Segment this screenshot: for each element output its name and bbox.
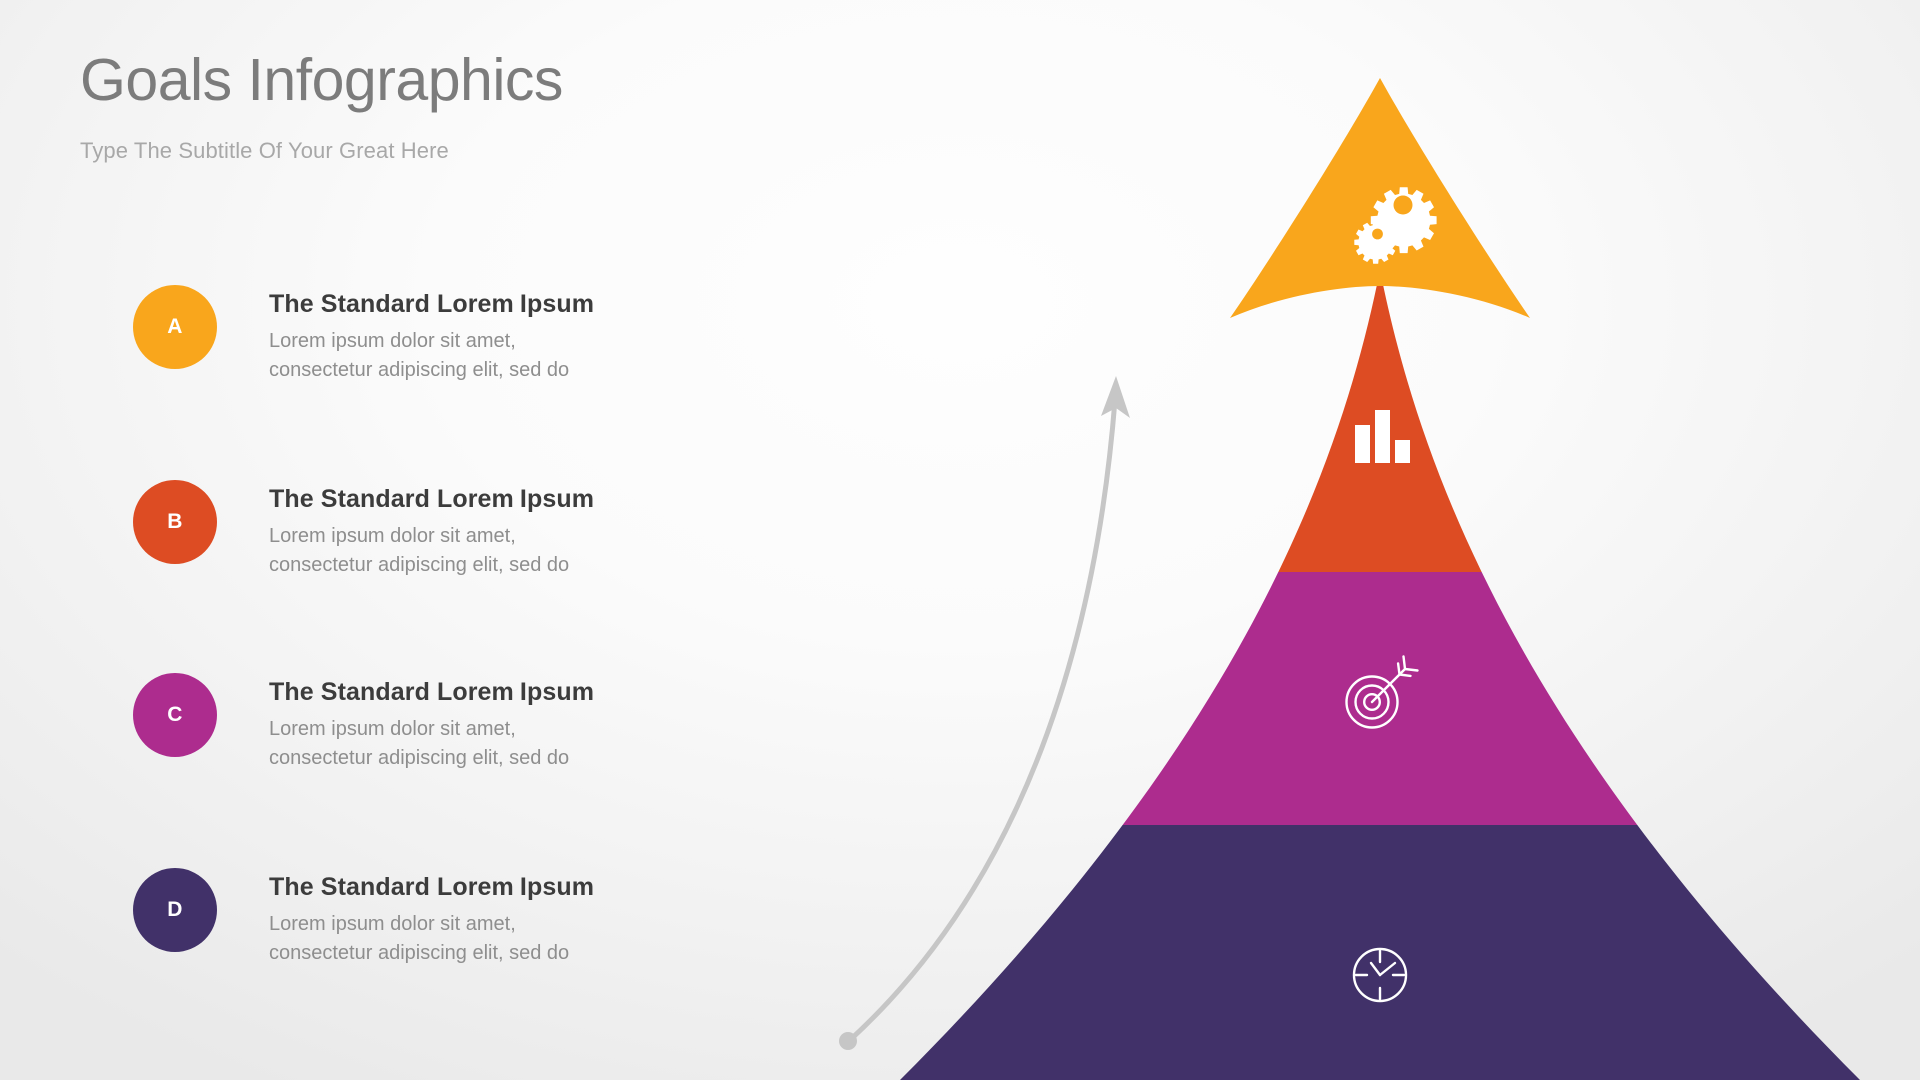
pyramid-level-a-arrowhead[interactable] <box>1230 78 1530 318</box>
page-title: Goals Infographics <box>80 47 563 113</box>
goal-badge-c: C <box>133 673 217 757</box>
goal-badge-b: B <box>133 480 217 564</box>
goal-heading-part2: Ipsum <box>519 678 595 706</box>
pyramid-band-d-fill <box>900 825 1860 1080</box>
goal-heading-part1: The Standard Lorem <box>269 485 514 513</box>
target-arrow-icon <box>1345 655 1419 729</box>
goal-badge-d: D <box>133 868 217 952</box>
pyramid-svg <box>760 78 1920 1080</box>
bar-chart-bar-3 <box>1395 440 1410 463</box>
clock-icon <box>1352 947 1408 1003</box>
goal-badge-letter: A <box>167 315 183 338</box>
goal-badge-letter: C <box>167 703 183 726</box>
pyramid-level-d[interactable] <box>760 825 1920 1080</box>
goal-heading-part1: The Standard Lorem <box>269 873 514 901</box>
bar-chart-icon <box>1355 410 1410 463</box>
goal-heading-part2: Ipsum <box>519 485 595 513</box>
bar-chart-bar-2 <box>1375 410 1390 463</box>
page-subtitle: Type The Subtitle Of Your Great Here <box>80 137 449 163</box>
goal-heading-part2: Ipsum <box>519 873 595 901</box>
pyramid-band-b-fill <box>900 270 1860 572</box>
page-header: Goals Infographics Type The Subtitle Of … <box>80 47 563 164</box>
bar-chart-bar-1 <box>1355 425 1370 463</box>
goal-badge-letter: B <box>167 510 183 533</box>
goal-heading-part1: The Standard Lorem <box>269 290 514 318</box>
goal-body-d: Lorem ipsum dolor sit amet, consectetur … <box>269 913 570 965</box>
goal-heading-part2: Ipsum <box>519 290 595 318</box>
goal-body-c: Lorem ipsum dolor sit amet, consectetur … <box>269 718 570 770</box>
goal-heading-part1: The Standard Lorem <box>269 678 514 706</box>
goal-badge-a: A <box>133 285 217 369</box>
goal-badge-letter: D <box>167 898 183 921</box>
pyramid-graphic <box>760 0 1920 1080</box>
goal-body-a: Lorem ipsum dolor sit amet, consectetur … <box>269 330 570 382</box>
pyramid-band-c-fill <box>900 572 1860 825</box>
pyramid-level-c[interactable] <box>760 572 1920 825</box>
pyramid-level-b[interactable] <box>760 268 1920 572</box>
gears-icon <box>1354 187 1437 264</box>
goal-body-b: Lorem ipsum dolor sit amet, consectetur … <box>269 525 570 577</box>
